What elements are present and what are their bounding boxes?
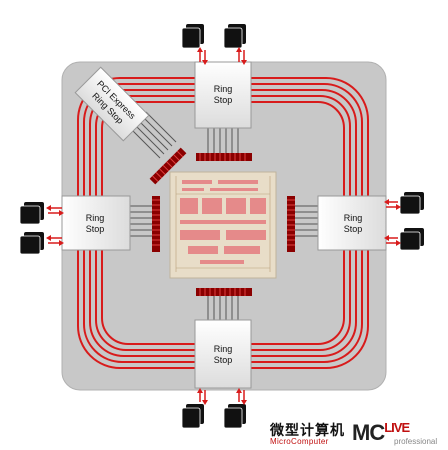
memory-group-right xyxy=(384,192,424,251)
memory-chip xyxy=(19,205,41,225)
ring-stop-bottom-line1: Ring xyxy=(214,344,233,354)
watermark-en: MicroComputer xyxy=(270,437,329,446)
memory-chip xyxy=(181,407,201,429)
memory-group-left xyxy=(19,202,64,255)
connector-left xyxy=(152,196,160,252)
ring-stop-top: Ring Stop xyxy=(194,61,252,129)
ring-stop-top-line2: Stop xyxy=(214,95,233,105)
memory-chip xyxy=(19,235,41,255)
watermark: 微型计算机 MicroComputer MCLIVE professional xyxy=(248,420,444,448)
memory-group-top xyxy=(181,24,247,65)
connector-bottom xyxy=(196,288,252,296)
ring-stop-top-line1: Ring xyxy=(214,84,233,94)
ring-stop-bottom: Ring Stop xyxy=(194,319,252,389)
ring-stop-left-line2: Stop xyxy=(86,224,105,234)
pcie-ring-stop: PCI Express Ring Stop xyxy=(74,66,150,142)
wires-left xyxy=(130,205,152,237)
ring-stop-right-line1: Ring xyxy=(344,213,363,223)
watermark-logo-text: MC xyxy=(352,420,385,445)
wires-top xyxy=(207,128,239,153)
ring-stop-right: Ring Stop xyxy=(317,195,387,251)
wires-bottom xyxy=(207,296,239,320)
central-chip xyxy=(169,171,277,279)
connector-top xyxy=(196,153,252,161)
watermark-logo-live: LIVE xyxy=(384,420,410,435)
memory-chip xyxy=(223,407,243,429)
ring-stop-left: Ring Stop xyxy=(61,195,131,251)
ring-stop-left-line1: Ring xyxy=(86,213,105,223)
ring-stop-bottom-line2: Stop xyxy=(214,355,233,365)
ring-stop-right-line2: Stop xyxy=(344,224,363,234)
wires-pcie xyxy=(129,111,177,159)
memory-group-bottom xyxy=(181,388,247,429)
watermark-pro: professional xyxy=(394,437,438,446)
memory-chip xyxy=(223,27,243,49)
connector-right xyxy=(287,196,295,252)
memory-chip xyxy=(399,195,421,215)
memory-chip xyxy=(181,27,201,49)
wires-right xyxy=(295,205,318,237)
connector-pcie xyxy=(149,147,187,185)
memory-chip xyxy=(399,231,421,251)
watermark-cn: 微型计算机 xyxy=(270,423,345,439)
watermark-logo: MCLIVE xyxy=(352,420,410,446)
